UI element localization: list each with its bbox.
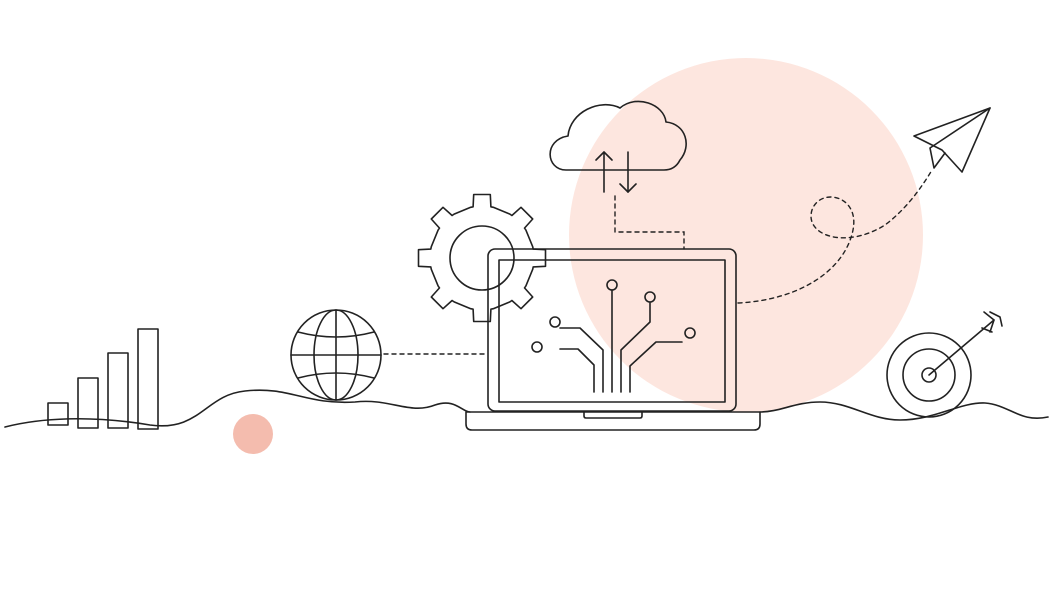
plane-flight-path <box>737 169 933 304</box>
globe-icon <box>290 309 382 401</box>
gear-icon <box>417 193 547 323</box>
bar-chart-icon <box>47 328 159 430</box>
cloud-connector-line <box>614 195 685 250</box>
circuit-icon <box>531 279 696 393</box>
cloud-sync-icon <box>549 100 687 193</box>
accent-large-circle <box>569 58 923 412</box>
ground-wave-line <box>4 389 1049 428</box>
target-icon <box>886 311 1003 418</box>
laptop-icon <box>465 248 761 431</box>
paper-plane-icon <box>913 107 991 173</box>
accent-small-circle <box>233 414 273 454</box>
